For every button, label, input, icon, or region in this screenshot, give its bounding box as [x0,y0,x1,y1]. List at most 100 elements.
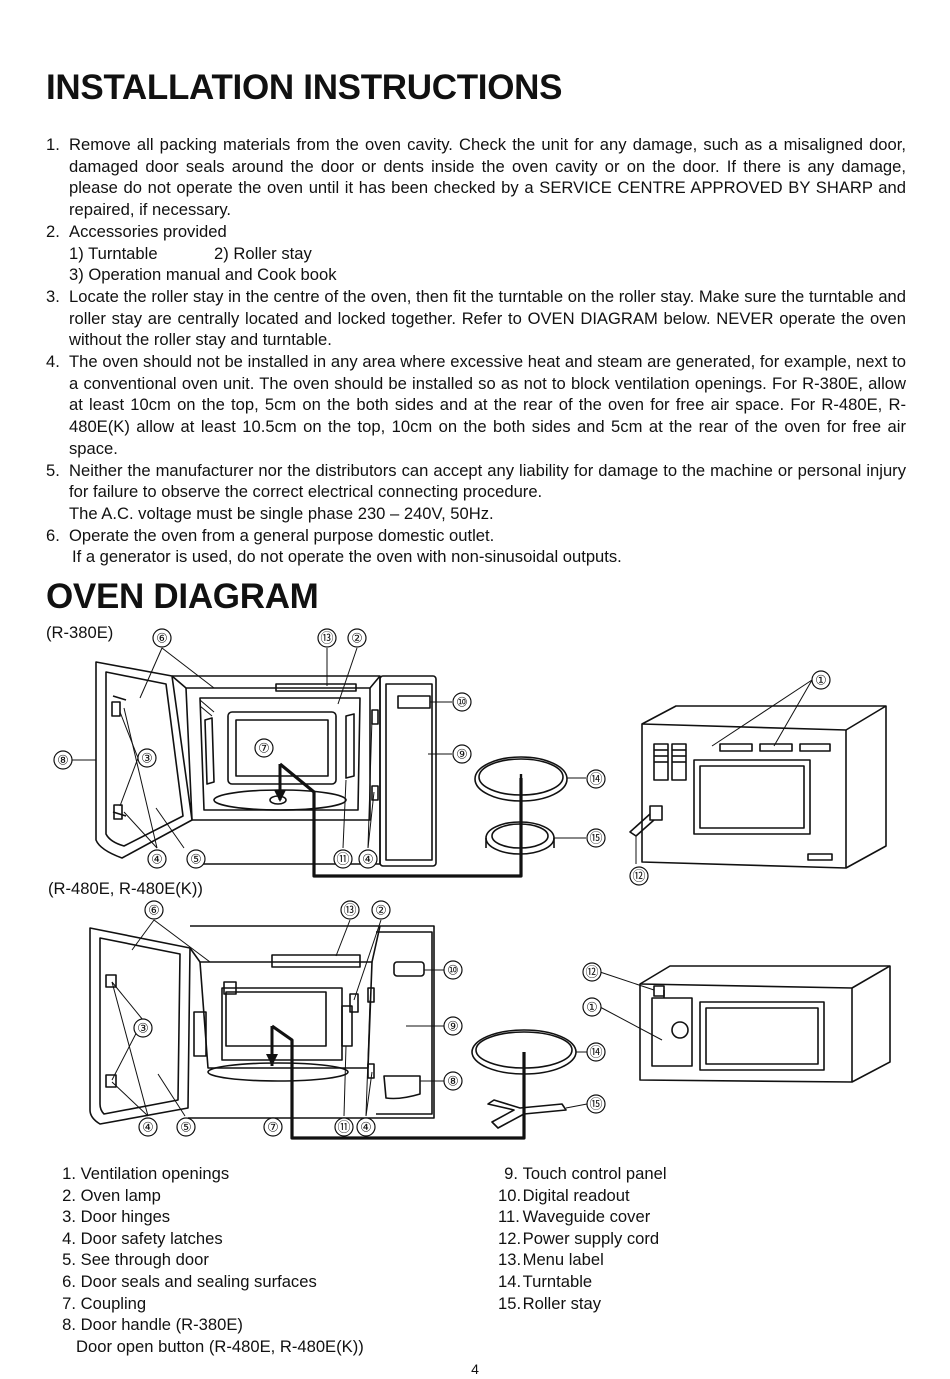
callout-11-r480: ⑪ [334,1117,354,1137]
voltage-note: The A.C. voltage must be single phase 23… [69,503,494,523]
svg-text:⑥: ⑥ [148,903,160,918]
generator-note: If a generator is used, do not operate t… [72,547,622,567]
model-label-r380e: (R-380E) [46,623,114,642]
svg-text:⑨: ⑨ [447,1019,459,1034]
svg-text:⑮: ⑮ [589,831,602,846]
svg-text:⑤: ⑤ [180,1120,192,1135]
callout-3-r480: ③ [133,1018,153,1038]
callout-1-r380: ① [811,670,831,690]
legend-left-column: 1. Ventilation openings 2. Oven lamp 3. … [56,1163,364,1357]
callout-12-r380: ⑫ [629,866,649,886]
legend-item: 5. See through door [62,1250,209,1270]
callout-4-r380-right: ④ [358,849,378,869]
callout-15-r480: ⑮ [586,1094,606,1114]
instruction-3: 3. Locate the roller stay in the centre … [46,286,906,350]
legend-item: 13. Menu label [498,1250,604,1270]
callout-7-r480: ⑦ [263,1117,283,1137]
callout-3-r380: ③ [137,748,157,768]
svg-text:③: ③ [137,1021,149,1036]
instruction-1: 1. Remove all packing materials from the… [46,135,906,220]
accessories-row: 1) Turntable 2) Roller stay [69,243,312,263]
instruction-4: 4. The oven should not be installed in a… [46,352,906,458]
callout-6-r480: ⑥ [144,900,164,920]
svg-text:④: ④ [151,852,163,867]
callout-13-r380: ⑬ [317,628,337,648]
svg-text:⑭: ⑭ [589,1045,602,1060]
svg-text:②: ② [375,903,387,918]
r480e-roller-stay [487,1099,567,1129]
legend-item: 4. Door safety latches [62,1228,223,1248]
legend-item: 7. Coupling [62,1293,147,1313]
legend-item: 1. Ventilation openings [62,1164,230,1183]
callout-4-r480-left: ④ [138,1117,158,1137]
callout-11-r380: ⑪ [333,849,353,869]
legend-item: 11. Waveguide cover [498,1207,651,1227]
svg-text:⑤: ⑤ [190,852,202,867]
instruction-5: 5. Neither the manufacturer nor the dist… [46,460,906,502]
svg-text:⑬: ⑬ [343,903,356,918]
accessory-3: 3) Operation manual and Cook book [69,265,337,285]
r480e-rear-oven [639,965,891,1083]
callout-2-r380: ② [347,628,367,648]
instruction-2: 2. Accessories provided [46,221,227,241]
svg-text:⑧: ⑧ [57,753,69,768]
legend-item: 8. Door handle (R-380E) [62,1315,243,1335]
callout-2-r480: ② [371,900,391,920]
r380e-rear-oven [629,705,887,869]
svg-text:⑦: ⑦ [267,1120,279,1135]
legend-item: 6. Door seals and sealing surfaces [62,1271,317,1291]
callout-12-r480: ⑫ [582,962,602,982]
svg-text:⑪: ⑪ [336,852,349,867]
svg-text:⑩: ⑩ [447,963,459,978]
model-label-r480e: (R-480E, R-480E(K)) [48,879,203,898]
callout-4-r480-right: ④ [356,1117,376,1137]
legend-item: 2. Oven lamp [62,1185,161,1205]
installation-list: 1. Remove all packing materials from the… [46,134,906,568]
svg-text:⑭: ⑭ [589,772,602,787]
callout-4-r380-left: ④ [147,849,167,869]
legend-right-column: 9. Touch control panel 10. Digital reado… [498,1163,667,1314]
callout-10-r480: ⑩ [443,960,463,980]
svg-text:②: ② [351,631,363,646]
svg-text:⑦: ⑦ [258,741,270,756]
svg-text:④: ④ [362,852,374,867]
legend-item: 14. Turntable [498,1271,593,1291]
instruction-6: 6. Operate the oven from a general purpo… [46,525,495,545]
installation-title: INSTALLATION INSTRUCTIONS [46,68,563,107]
svg-text:⑮: ⑮ [589,1097,602,1112]
svg-text:⑪: ⑪ [337,1120,350,1135]
svg-text:⑬: ⑬ [320,631,333,646]
svg-text:④: ④ [360,1120,372,1135]
callout-13-r480: ⑬ [340,900,360,920]
page-number: 4 [471,1361,479,1377]
svg-text:⑥: ⑥ [156,631,168,646]
legend-item: 15. Roller stay [498,1293,602,1313]
legend-item: 10. Digital readout [498,1185,630,1205]
callout-5-r480: ⑤ [176,1117,196,1137]
callout-9-r480: ⑨ [443,1016,463,1036]
svg-text:①: ① [586,1000,598,1015]
svg-text:⑫: ⑫ [585,965,598,980]
svg-text:⑧: ⑧ [447,1074,459,1089]
svg-text:④: ④ [142,1120,154,1135]
legend-item: 3. Door hinges [62,1207,171,1227]
callout-8-r480: ⑧ [443,1071,463,1091]
svg-text:①: ① [815,673,827,688]
oven-diagram-title: OVEN DIAGRAM [46,577,319,616]
svg-text:⑨: ⑨ [456,747,468,762]
callout-1-r480: ① [582,997,602,1017]
legend-item: 12. Power supply cord [498,1228,660,1248]
callout-10-r380: ⑩ [452,692,472,712]
callout-7-r380: ⑦ [254,738,274,758]
callout-9-r380: ⑨ [452,744,472,764]
callout-5-r380: ⑤ [186,849,206,869]
svg-text:③: ③ [141,751,153,766]
legend-item: 9. Touch control panel [504,1164,667,1183]
callout-8-r380: ⑧ [53,750,73,770]
svg-text:⑫: ⑫ [632,869,645,884]
r380e-front-oven [95,661,437,867]
callout-6-r380: ⑥ [152,628,172,648]
callout-14-r380: ⑭ [586,769,606,789]
